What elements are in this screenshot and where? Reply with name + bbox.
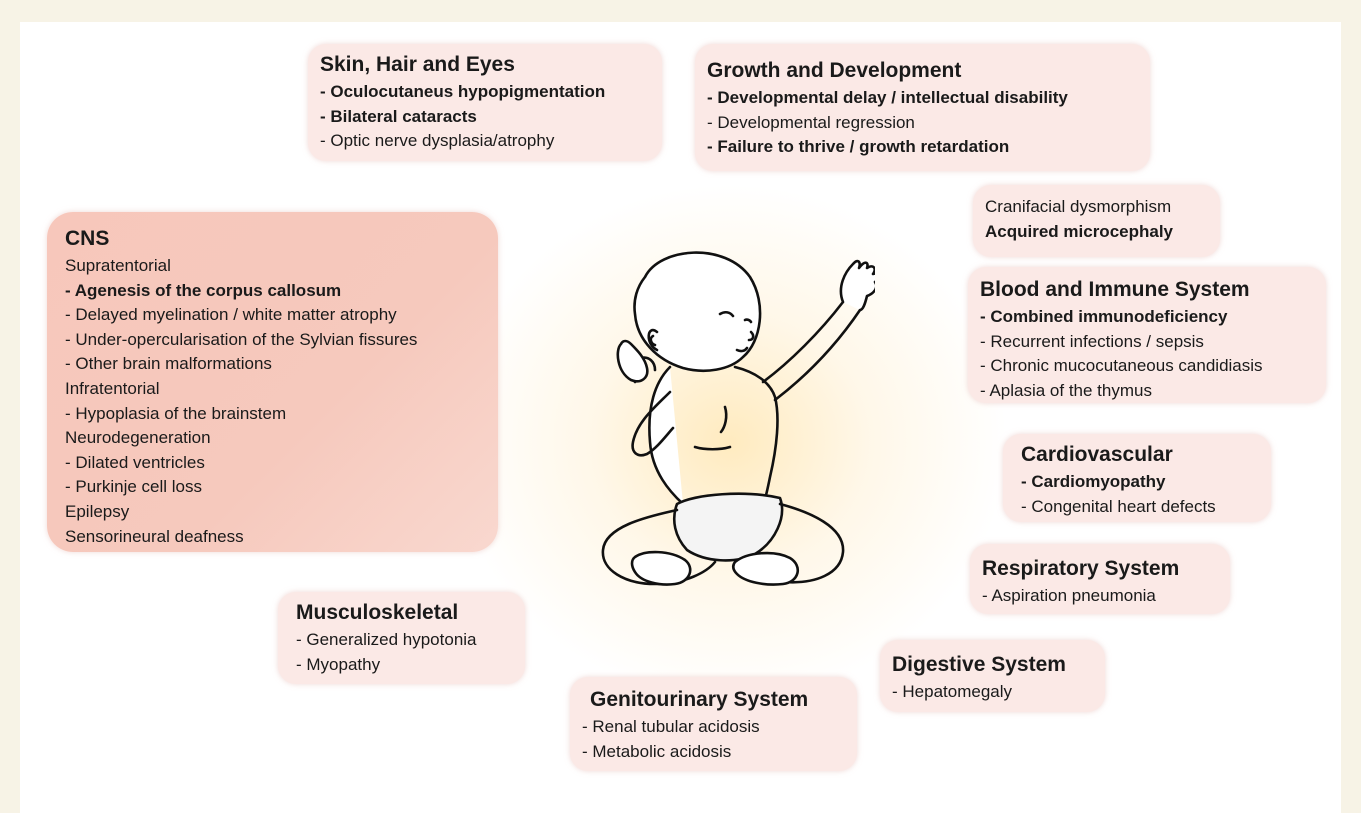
cns-line-10: - Purkinje cell loss [65, 475, 480, 500]
baby-illustration [575, 232, 875, 612]
cranio-line-2: Acquired microcephaly [985, 220, 1208, 245]
cns-line-4: - Under-opercularisation of the Sylvian … [65, 328, 480, 353]
musculo-line-2: - Myopathy [296, 653, 513, 678]
resp-title: Respiratory System [982, 556, 1218, 582]
blood-title: Blood and Immune System [980, 277, 1314, 303]
growth-title: Growth and Development [707, 58, 1138, 84]
cns-line-6: Infratentorial [65, 377, 480, 402]
blood-line-2: - Recurrent infections / sepsis [980, 330, 1314, 355]
cns-line-3: - Delayed myelination / white matter atr… [65, 303, 480, 328]
respiratory-box: Respiratory System - Aspiration pneumoni… [970, 544, 1230, 614]
digest-title: Digestive System [892, 652, 1093, 678]
digest-line-1: - Hepatomegaly [892, 680, 1093, 705]
resp-line-1: - Aspiration pneumonia [982, 584, 1218, 609]
cns-line-1: Supratentorial [65, 254, 480, 279]
genito-line-2: - Metabolic acidosis [582, 740, 845, 765]
cardiovascular-box: Cardiovascular - Cardiomyopathy - Congen… [1003, 434, 1271, 522]
cns-line-12: Sensorineural deafness [65, 525, 480, 550]
cardio-line-1: - Cardiomyopathy [1021, 470, 1259, 495]
diagram-canvas: Skin, Hair and Eyes - Oculocutaneus hypo… [20, 22, 1341, 813]
cranio-line-1: Cranifacial dysmorphism [985, 195, 1208, 220]
blood-immune-box: Blood and Immune System - Combined immun… [968, 267, 1326, 403]
skin-line-1: - Oculocutaneus hypopigmentation [320, 80, 650, 105]
growth-line-1: - Developmental delay / intellectual dis… [707, 86, 1138, 111]
musculoskeletal-box: Musculoskeletal - Generalized hypotonia … [278, 592, 525, 684]
growth-line-2: - Developmental regression [707, 111, 1138, 136]
skin-line-2: - Bilateral cataracts [320, 105, 650, 130]
growth-development-box: Growth and Development - Developmental d… [695, 44, 1150, 171]
cns-line-11: Epilepsy [65, 500, 480, 525]
genitourinary-box: Genitourinary System - Renal tubular aci… [570, 677, 857, 771]
skin-hair-eyes-title: Skin, Hair and Eyes [320, 52, 650, 78]
musculo-title: Musculoskeletal [296, 600, 513, 626]
growth-line-3: - Failure to thrive / growth retardation [707, 135, 1138, 160]
cns-line-7: - Hypoplasia of the brainstem [65, 402, 480, 427]
blood-line-3: - Chronic mucocutaneous candidiasis [980, 354, 1314, 379]
musculo-line-1: - Generalized hypotonia [296, 628, 513, 653]
blood-line-4: - Aplasia of the thymus [980, 379, 1314, 404]
cns-box: CNS Supratentorial - Agenesis of the cor… [47, 212, 498, 552]
skin-line-3: - Optic nerve dysplasia/atrophy [320, 129, 650, 154]
skin-hair-eyes-box: Skin, Hair and Eyes - Oculocutaneus hypo… [308, 44, 662, 161]
genito-line-1: - Renal tubular acidosis [582, 715, 845, 740]
blood-line-1: - Combined immunodeficiency [980, 305, 1314, 330]
cns-line-9: - Dilated ventricles [65, 451, 480, 476]
cardio-title: Cardiovascular [1021, 442, 1259, 468]
cns-line-8: Neurodegeneration [65, 426, 480, 451]
digestive-box: Digestive System - Hepatomegaly [880, 640, 1105, 712]
cns-title: CNS [65, 226, 480, 252]
genito-title: Genitourinary System [590, 687, 845, 713]
cns-line-5: - Other brain malformations [65, 352, 480, 377]
cardio-line-2: - Congenital heart defects [1021, 495, 1259, 520]
cns-line-2: - Agenesis of the corpus callosum [65, 279, 480, 304]
craniofacial-box: Cranifacial dysmorphism Acquired microce… [973, 185, 1220, 257]
